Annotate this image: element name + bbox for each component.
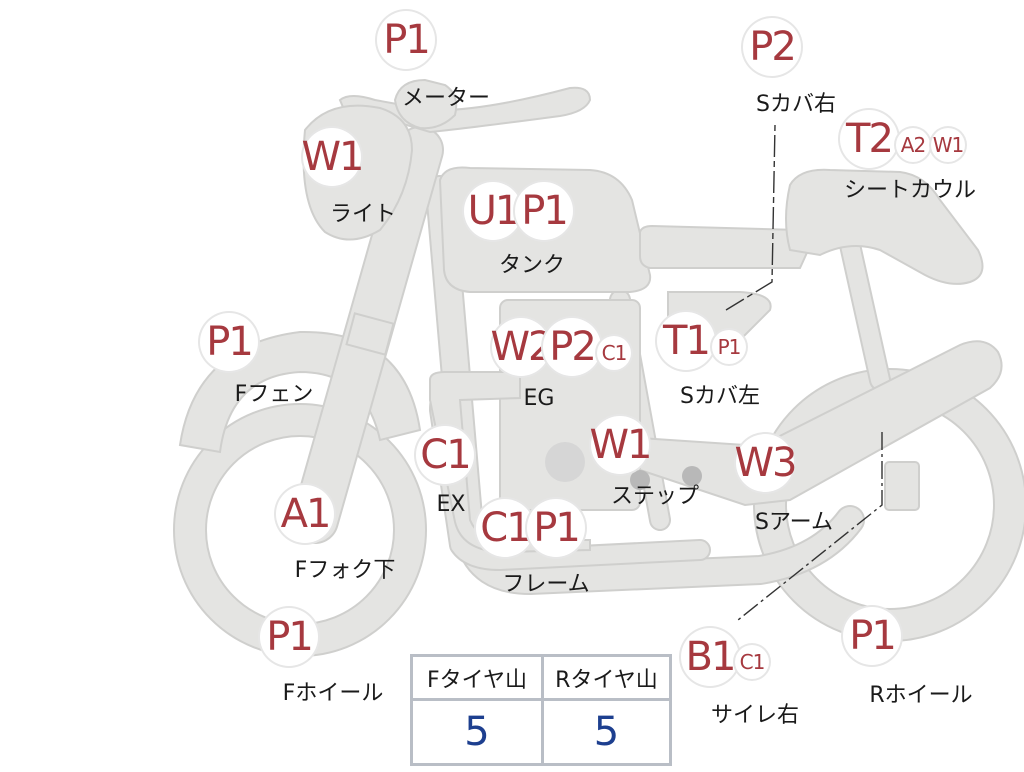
part-label: Sカバ右 bbox=[756, 92, 836, 117]
front-tire-header: Fタイヤ山 bbox=[413, 657, 541, 701]
code-badge: P1 bbox=[200, 313, 258, 371]
code-badge: A1 bbox=[276, 485, 334, 543]
code-badge: P2 bbox=[743, 18, 801, 76]
part-label: Sアーム bbox=[755, 510, 833, 535]
silencer-right-leader bbox=[737, 432, 883, 621]
code-badge: P1 bbox=[260, 608, 318, 666]
code-badge: P1 bbox=[377, 11, 435, 69]
code-badge: P2 bbox=[543, 318, 601, 376]
part-label: Fフォク下 bbox=[294, 558, 396, 583]
code-badge: P1 bbox=[843, 607, 901, 665]
code-badge: W2 bbox=[491, 318, 554, 376]
rear-tire-header: Rタイヤ山 bbox=[544, 657, 669, 701]
code-badge: P1 bbox=[515, 182, 573, 240]
part-label: タンク bbox=[498, 253, 566, 278]
seat bbox=[639, 224, 812, 269]
side-cover-right-leader bbox=[725, 124, 776, 311]
footpeg-rear bbox=[682, 466, 702, 486]
part-label: サイレ右 bbox=[710, 703, 800, 728]
leader-lines bbox=[725, 124, 883, 621]
part-label: フレーム bbox=[502, 572, 590, 597]
engine-cover bbox=[545, 442, 585, 482]
front-tire-value: 5 bbox=[464, 709, 490, 755]
column-divider bbox=[541, 657, 544, 763]
code-badge: W1 bbox=[590, 416, 653, 474]
tire-tread-table: Fタイヤ山 Rタイヤ山 5 5 bbox=[410, 654, 672, 766]
part-label: EG bbox=[523, 386, 555, 411]
part-label: EX bbox=[436, 492, 466, 517]
code-badge: A2 bbox=[896, 128, 930, 162]
code-badge: C1 bbox=[597, 336, 631, 370]
code-badge: C1 bbox=[735, 645, 769, 679]
part-label: メーター bbox=[401, 86, 491, 111]
code-badge: T2 bbox=[840, 110, 898, 168]
part-label: ライト bbox=[329, 202, 397, 227]
code-badge: W1 bbox=[302, 128, 365, 186]
part-label: ステップ bbox=[610, 484, 700, 509]
rear-shock bbox=[884, 461, 920, 511]
code-badge: T1 bbox=[657, 312, 715, 370]
code-badge: P1 bbox=[527, 499, 585, 557]
part-label: Rホイール bbox=[869, 683, 973, 708]
footpeg bbox=[630, 470, 650, 490]
code-badge: W3 bbox=[735, 434, 798, 492]
code-badge: U1 bbox=[464, 182, 522, 240]
front-fork bbox=[291, 126, 444, 544]
code-badge: B1 bbox=[681, 628, 739, 686]
code-badge: C1 bbox=[416, 426, 474, 484]
code-badge: W1 bbox=[931, 128, 965, 162]
rear-tire-value: 5 bbox=[593, 709, 620, 755]
part-label: シートカウル bbox=[843, 178, 977, 203]
seat-cowl bbox=[785, 168, 984, 285]
part-label: Fフェン bbox=[234, 382, 314, 407]
meter-housing bbox=[393, 78, 458, 130]
part-label: Sカバ左 bbox=[680, 384, 760, 409]
code-badge: C1 bbox=[476, 499, 534, 557]
swing-arm bbox=[639, 340, 1003, 507]
part-label: Fホイール bbox=[282, 681, 384, 706]
code-badge: P1 bbox=[712, 330, 746, 364]
